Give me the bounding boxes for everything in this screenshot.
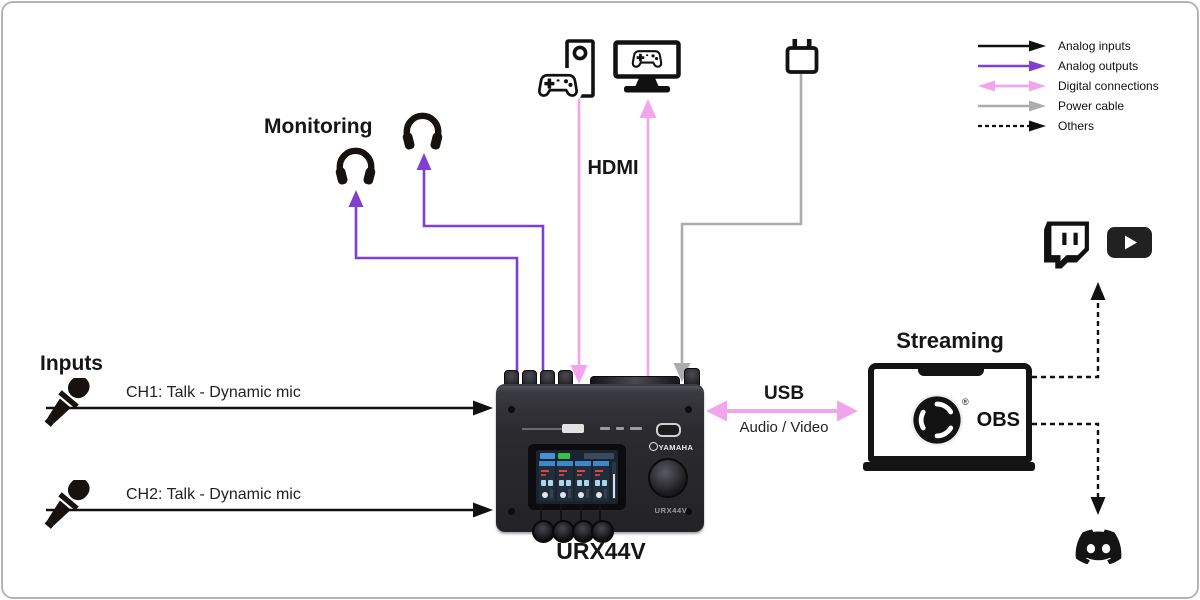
panel-line	[522, 428, 574, 430]
screw	[508, 508, 515, 515]
discord-icon	[1075, 529, 1122, 564]
analog-outputs-arrow-icon	[978, 60, 1046, 71]
headphones-icon	[333, 146, 378, 188]
legend-item-digital-connections: Digital connections	[976, 78, 1159, 93]
laptop-base	[863, 462, 1035, 471]
headphones-icon	[400, 111, 445, 153]
audio-interface-device: YAMAHA URX44V	[494, 366, 708, 543]
usb-sub-label: Audio / Video	[739, 419, 829, 436]
screw	[508, 406, 515, 413]
fader-slot	[599, 504, 601, 526]
screen-tab	[540, 453, 555, 459]
panel-button	[656, 423, 681, 437]
channel-strip	[539, 461, 555, 501]
legend-item-analog-outputs: Analog outputs	[976, 58, 1159, 73]
level-meter	[612, 462, 616, 499]
legend: Analog inputs Analog outputs Digital con…	[976, 38, 1159, 133]
panel-print	[630, 427, 642, 430]
legend-label: Others	[1058, 118, 1095, 133]
brand-logo: YAMAHA	[640, 442, 702, 452]
obs-name: OBS	[976, 408, 1020, 431]
legend-label: Power cable	[1058, 98, 1125, 113]
legend-label: Analog outputs	[1058, 58, 1139, 73]
youtube-icon	[1107, 227, 1152, 258]
power-plug-icon	[785, 39, 819, 74]
screw	[685, 406, 692, 413]
laptop-icon: ® OBS	[868, 363, 1032, 462]
device-name-caption: URX44V	[556, 538, 646, 564]
game-console-icon	[536, 39, 595, 101]
legend-item-power-cable: Power cable	[976, 98, 1159, 113]
laptop-notch	[918, 368, 984, 376]
screen-icons	[584, 453, 614, 459]
legend-item-analog-inputs: Analog inputs	[976, 38, 1159, 53]
inputs-title: Inputs	[40, 352, 103, 375]
device-body: YAMAHA URX44V	[496, 384, 704, 543]
gaming-monitor-icon	[613, 40, 681, 93]
panel-print	[600, 427, 610, 430]
fader-slot	[540, 504, 542, 526]
microphone-icon	[39, 480, 95, 530]
volume-knob	[648, 458, 688, 498]
screen-content	[536, 450, 618, 504]
screw	[685, 508, 692, 515]
streaming-title: Streaming	[896, 328, 1004, 353]
panel-badge	[562, 424, 584, 433]
twitch-icon	[1044, 221, 1089, 269]
obs-logo: ® OBS	[910, 393, 1020, 447]
monitoring-title: Monitoring	[264, 115, 373, 138]
legend-item-others: Others	[976, 118, 1159, 133]
channel-strip	[575, 461, 591, 501]
ch1-label: CH1: Talk - Dynamic mic	[126, 384, 301, 401]
legend-label: Analog inputs	[1058, 38, 1131, 53]
channel-strip	[593, 461, 609, 501]
panel-print	[616, 427, 624, 430]
yamaha-mark-icon	[648, 442, 658, 451]
fader-slot	[580, 504, 582, 526]
analog-inputs-arrow-icon	[978, 40, 1046, 51]
registered-mark: ®	[962, 397, 969, 407]
power-cable-arrow-icon	[978, 100, 1046, 111]
others-arrow-icon	[978, 120, 1046, 131]
device-model-print: URX44V	[654, 506, 688, 515]
digital-connections-arrow-icon	[978, 80, 1046, 91]
legend-label: Digital connections	[1058, 78, 1159, 93]
channel-strip	[557, 461, 573, 501]
touch-screen	[528, 444, 626, 510]
usb-label: USB	[763, 383, 805, 404]
ch2-label: CH2: Talk - Dynamic mic	[126, 486, 301, 503]
fader-knob	[591, 520, 614, 543]
microphone-icon	[39, 378, 95, 428]
fader-slot	[560, 504, 562, 526]
screen-tab	[558, 453, 570, 459]
obs-logo-icon	[910, 393, 964, 447]
hdmi-label: HDMI	[587, 157, 639, 179]
